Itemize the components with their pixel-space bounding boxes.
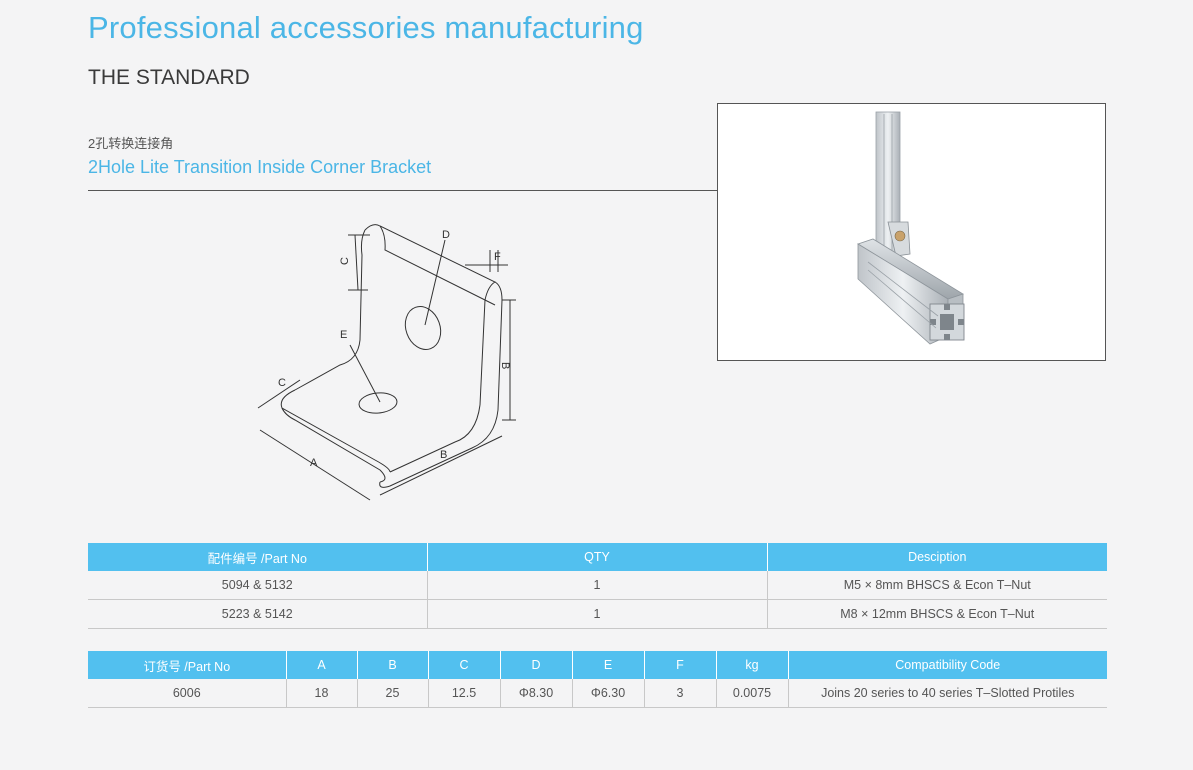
bracket-top-face-line: [379, 225, 496, 306]
cell-f: 3: [643, 679, 716, 708]
page-title: Professional accessories manufacturing: [88, 10, 644, 45]
table-row: 5223 & 5142 1 M8 × 12mm BHSCS & Econ T–N…: [88, 599, 1107, 629]
table-row: 5094 & 5132 1 M5 × 8mm BHSCS & Econ T–Nu…: [88, 571, 1107, 600]
cell-kg: 0.0075: [715, 679, 788, 708]
bracket-side-edge: [494, 281, 503, 411]
col-compatibility: Compatibility Code: [787, 651, 1107, 679]
label-b-bottom: B: [440, 449, 447, 461]
col-c: C: [427, 651, 500, 679]
label-d: D: [442, 229, 450, 241]
product-photo: [717, 103, 1106, 361]
dim-b-bottom: [379, 435, 503, 496]
cell-a: 18: [285, 679, 357, 708]
cell-b: 25: [356, 679, 428, 708]
col-e: E: [571, 651, 644, 679]
cell-d: Φ8.30: [499, 679, 572, 708]
bracket-vertical-plate-edge: [359, 229, 366, 341]
product-name-en: 2Hole Lite Transition Inside Corner Brac…: [88, 157, 432, 177]
bracket-vertical-plate-outline: [364, 224, 497, 406]
cell-c: 12.5: [427, 679, 500, 708]
dim-c-left: [257, 379, 301, 409]
bracket-plate-bottom-edge: [379, 409, 499, 488]
table-header-row: 配件编号 /Part No QTY Desciption: [88, 543, 1107, 571]
label-e: E: [340, 329, 347, 341]
accessories-table: 配件编号 /Part No QTY Desciption 5094 & 5132…: [88, 543, 1107, 629]
page-subtitle: THE STANDARD: [88, 66, 250, 89]
bracket-plate-front-edge: [281, 407, 386, 483]
cell-description: M5 × 8mm BHSCS & Econ T–Nut: [766, 571, 1107, 600]
col-a: A: [285, 651, 357, 679]
cell-description: M8 × 12mm BHSCS & Econ T–Nut: [766, 599, 1107, 629]
hole-e: [358, 392, 398, 414]
label-b-right: B: [499, 362, 511, 369]
label-f: F: [494, 251, 501, 263]
extrusion-assembly-illustration: [857, 111, 965, 345]
col-d: D: [499, 651, 572, 679]
bracket-bend-inner: [294, 339, 361, 391]
specification-table: 订货号 /Part No A B C D E F kg Compatibilit…: [88, 651, 1107, 708]
label-c-top: C: [339, 257, 351, 265]
col-b: B: [356, 651, 428, 679]
col-qty: QTY: [426, 543, 767, 571]
cell-part-no: 5223 & 5142: [88, 599, 427, 629]
cell-qty: 1: [426, 599, 767, 629]
title-divider: [88, 190, 718, 191]
bracket-technical-drawing: D F E C C A B B: [257, 224, 516, 501]
dim-c-top: [354, 234, 359, 291]
col-part-no: 配件编号 /Part No: [88, 543, 427, 571]
cell-e: Φ6.30: [571, 679, 644, 708]
bracket-horizontal-plate: [280, 389, 391, 473]
label-a: A: [310, 457, 318, 469]
cell-compatibility: Joins 20 series to 40 series T–Slotted P…: [787, 679, 1107, 708]
col-kg: kg: [715, 651, 788, 679]
bracket-bend-outer: [389, 404, 481, 473]
leader-e: [349, 344, 381, 403]
col-f: F: [643, 651, 716, 679]
dim-a: [259, 429, 371, 501]
cell-order-no: 6006: [88, 679, 286, 708]
product-name-cn: 2孔转换连接角: [88, 136, 174, 151]
table-row: 6006 18 25 12.5 Φ8.30 Φ6.30 3 0.0075 Joi…: [88, 679, 1107, 708]
table-header-row: 订货号 /Part No A B C D E F kg Compatibilit…: [88, 651, 1107, 679]
hole-d: [404, 306, 442, 350]
label-c-left: C: [278, 377, 286, 389]
cell-qty: 1: [426, 571, 767, 600]
cell-part-no: 5094 & 5132: [88, 571, 427, 600]
leader-d: [424, 239, 446, 326]
col-order-no: 订货号 /Part No: [88, 651, 286, 679]
col-description: Desciption: [766, 543, 1107, 571]
